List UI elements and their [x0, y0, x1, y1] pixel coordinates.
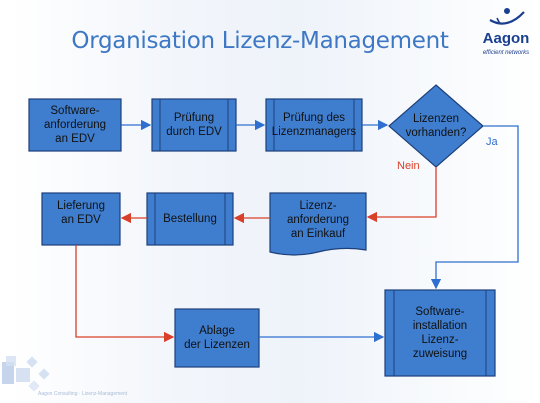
node-label-lieferung: Lieferung an EDV	[57, 200, 105, 226]
node-label-pruefung-lizenzmanager: Prüfung des Lizenzmanagers	[271, 112, 357, 138]
node-label-software-installation: Software- installation Lizenz- zuweisung	[412, 306, 468, 360]
edge-label-yes: Ja	[486, 136, 498, 148]
node-label-lizenz-anforderung: Lizenz- anforderung an Einkauf	[286, 200, 350, 240]
node-label-lizenzen-vorhanden: Lizenzen vorhanden?	[405, 113, 467, 139]
page-title: Organisation Lizenz-Management	[71, 28, 449, 54]
node-label-ablage: Ablage der Lizenzen	[184, 325, 250, 351]
node-ablage	[174, 308, 260, 368]
slide-footer: Aagon Consulting · Lizenz-Management	[38, 391, 128, 397]
node-software-installation	[384, 289, 496, 377]
node-lizenz-anforderung	[269, 192, 367, 256]
node-software-anforderung	[28, 98, 122, 152]
logo-wordmark: Aagon	[482, 30, 530, 47]
node-label-pruefung-edv: Prüfung durch EDV	[166, 112, 222, 138]
edge-label-no: Nein	[397, 160, 420, 172]
node-label-bestellung: Bestellung	[163, 213, 217, 225]
edge-decision-yes-to-installation	[430, 125, 519, 290]
node-label-software-anforderung: Software- anforderung an EDV	[43, 105, 107, 145]
node-pruefung-edv	[151, 98, 237, 152]
edge-decision-no-to-lizenz-anforderung	[366, 167, 437, 223]
logo-tagline: efficient networks	[482, 50, 530, 56]
node-pruefung-lizenzmanager	[265, 98, 363, 152]
edge-lieferung-to-ablage	[75, 245, 175, 343]
node-bestellung	[146, 192, 234, 246]
node-lieferung	[41, 192, 121, 246]
